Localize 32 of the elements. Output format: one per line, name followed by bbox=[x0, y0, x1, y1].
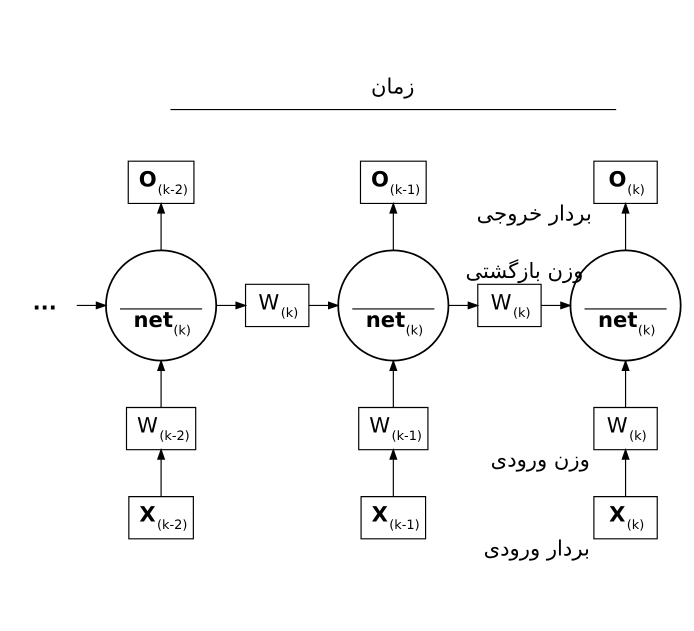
node-box: W$_{(k)}$ bbox=[593, 406, 658, 450]
node-text: ... bbox=[32, 288, 57, 314]
arrow bbox=[448, 300, 480, 310]
node-box: X$_{(k-1)}$ bbox=[360, 496, 426, 539]
arrow bbox=[308, 300, 340, 310]
node-box: X$_{(k-2)}$ bbox=[128, 496, 194, 539]
node-circle: net$_{(k)}$ bbox=[105, 248, 218, 361]
arrow bbox=[389, 201, 398, 250]
label: زمان bbox=[371, 73, 414, 98]
node-box: W$_{(k)}$ bbox=[244, 283, 310, 327]
arrow bbox=[621, 358, 630, 407]
arrow bbox=[156, 201, 166, 250]
arrow bbox=[389, 358, 398, 407]
node-box: O$_{(k-2)}$ bbox=[128, 160, 195, 204]
node-box: W$_{(k-1)}$ bbox=[358, 406, 429, 450]
arrow bbox=[621, 448, 630, 496]
arrow bbox=[541, 300, 572, 310]
node-box: X$_{(k)}$ bbox=[593, 496, 658, 539]
node-box: W$_{(k)}$ bbox=[477, 283, 542, 327]
node-box: O$_{(k)}$ bbox=[593, 160, 658, 204]
node-box: W$_{(k-2)}$ bbox=[126, 406, 196, 450]
arrow bbox=[156, 448, 166, 496]
arrow bbox=[621, 201, 630, 250]
node-label: بردار خروجی bbox=[476, 200, 592, 225]
arrow bbox=[156, 358, 166, 407]
node-box: O$_{(k-1)}$ bbox=[360, 160, 427, 204]
node-label: بردار ورودی bbox=[484, 535, 590, 560]
arrow bbox=[389, 448, 398, 496]
arrow bbox=[76, 300, 108, 310]
node-circle: net$_{(k)}$ bbox=[337, 248, 450, 361]
node-label: وزن ورودی bbox=[490, 446, 590, 472]
arrow bbox=[216, 300, 248, 310]
